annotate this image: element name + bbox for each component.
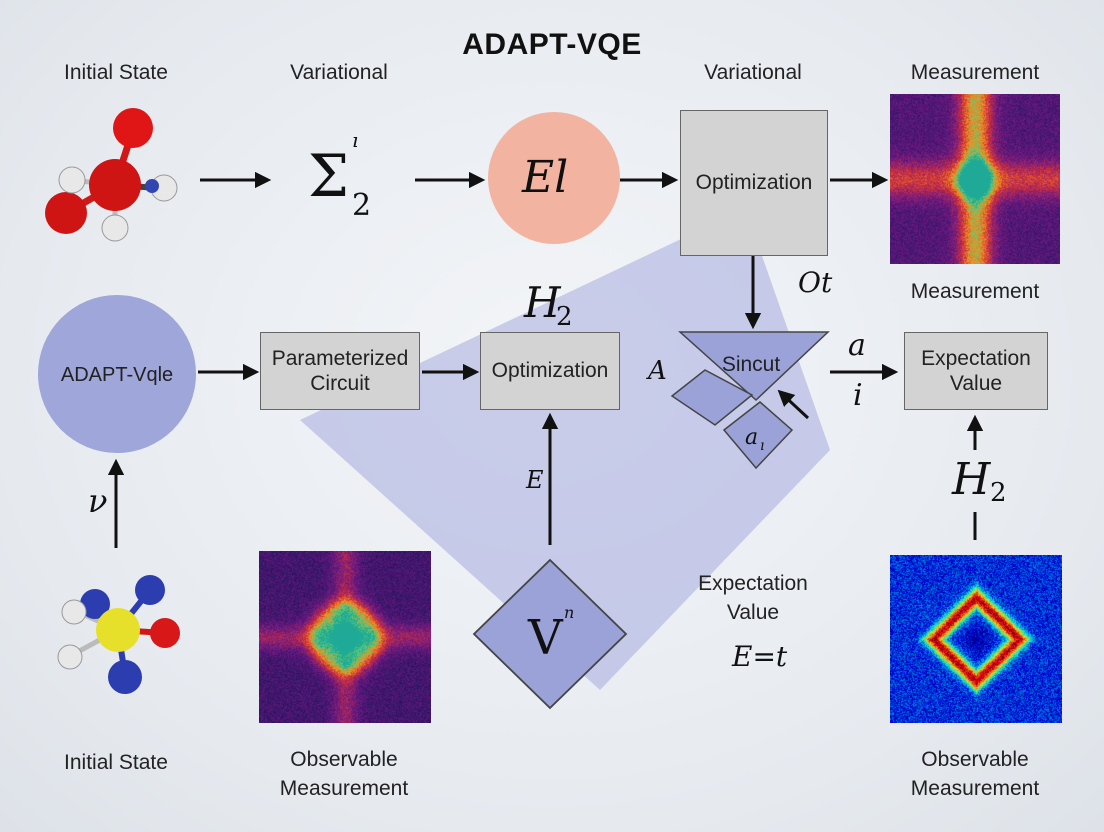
header-measurement-right: Measurement: [910, 280, 1040, 303]
sincut-triangle: [678, 331, 830, 402]
header-variational-right: Variational: [704, 61, 802, 84]
v-diamond-label: V: [528, 610, 563, 666]
observable-heatmap-right: [890, 555, 1062, 723]
molecule-top-icon: [45, 108, 178, 242]
expectation-text-line2: Value: [726, 601, 780, 624]
optimization-top-box: Optimization: [680, 110, 828, 256]
ai-diamond: [722, 401, 794, 470]
caption-observable-2-line2: Measurement: [910, 777, 1040, 800]
measurement-heatmap-top: [890, 94, 1060, 264]
header-initial-state: Initial State: [64, 61, 168, 84]
ot-label: Ot: [798, 266, 833, 299]
expectation-text-line1: Expectation: [698, 572, 808, 595]
adapt-vqle-circle: [38, 295, 196, 453]
e-equals-t-label: E=t: [732, 640, 788, 673]
observable-heatmap-center: [259, 551, 431, 723]
optimization-mid-box: Optimization: [480, 332, 620, 410]
e-label: E: [526, 466, 544, 494]
sigma-superscript: ı: [352, 128, 359, 152]
caption-observable-2-line1: Observable: [921, 748, 1029, 771]
h2-right-subscript: 2: [990, 478, 1007, 508]
parameterized-circuit-box: Parameterized Circuit: [260, 332, 420, 410]
caption-initial-state-bottom: Initial State: [64, 751, 168, 774]
caption-observable-1-line2: Measurement: [279, 777, 409, 800]
v-diamond-superscript: n: [564, 603, 575, 622]
diagram-title: ADAPT-VQE: [462, 28, 642, 61]
nu-label: ν: [88, 482, 108, 520]
header-measurement-top: Measurement: [910, 61, 1040, 84]
a-right-label: a: [848, 328, 866, 363]
molecule-bottom-icon: [57, 575, 180, 694]
h2-right-label: H: [952, 454, 991, 505]
adapt-vqle-label: ADAPT-Vqle: [60, 364, 174, 386]
a-ai-label: a: [745, 425, 759, 450]
h2-center-label: H: [524, 278, 561, 327]
a-ai-subscript: ı: [760, 438, 765, 454]
h2-center-subscript: 2: [556, 302, 573, 332]
a-left-label: A: [648, 356, 667, 386]
sincut-label: Sincut: [721, 353, 781, 376]
i-right-label: i: [853, 378, 863, 413]
v-diamond: [472, 558, 628, 710]
arrow-into-sincut: [777, 389, 810, 420]
sigma-symbol: Σ: [308, 142, 350, 210]
sincut-fragment: [670, 369, 754, 426]
header-variational-left: Variational: [290, 61, 388, 84]
expectation-value-box: Expectation Value: [904, 332, 1048, 410]
caption-observable-1-line1: Observable: [290, 748, 398, 771]
sigma-subscript: 2: [352, 188, 372, 223]
el-label: El: [522, 152, 569, 203]
el-circle: [488, 112, 620, 244]
